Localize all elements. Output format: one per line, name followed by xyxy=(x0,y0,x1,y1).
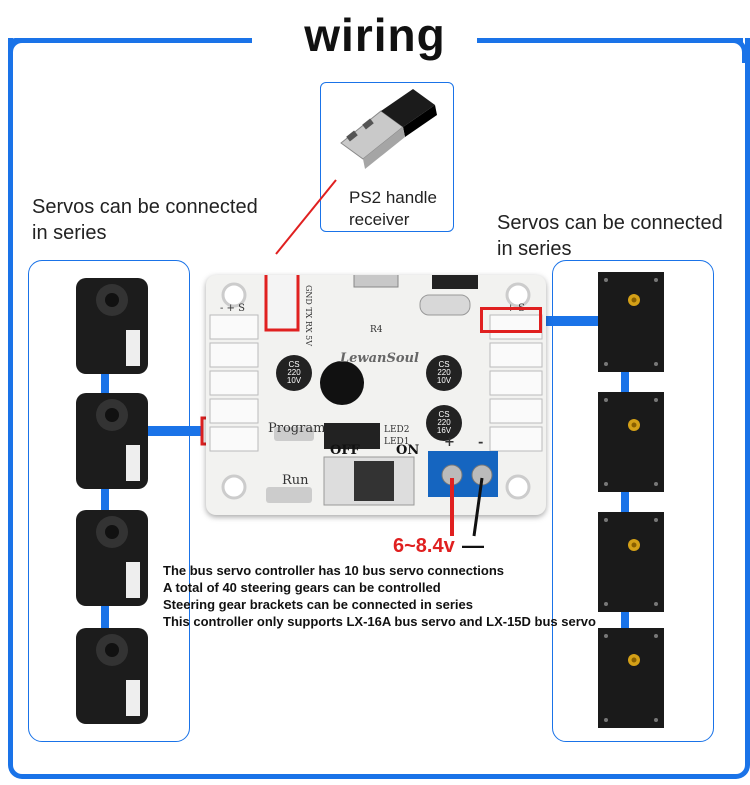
usb-receiver-icon xyxy=(340,89,437,169)
off-label: OFF xyxy=(330,443,360,458)
right-port-highlight xyxy=(480,307,542,333)
frame-corner-right xyxy=(722,38,747,63)
receiver-label-line1: PS2 handle xyxy=(349,188,437,207)
frame-border xyxy=(8,38,750,779)
cap1-label-2: 220 xyxy=(287,368,301,377)
right-label-line2: in series xyxy=(497,238,572,260)
cap2-label-3: 10V xyxy=(436,376,452,385)
on-label: ON xyxy=(396,443,420,458)
right-servo-1 xyxy=(598,272,664,372)
led2-label: LED2 xyxy=(384,425,410,435)
right-label-line1: Servos can be connected xyxy=(497,212,723,234)
frame-corner-left xyxy=(8,38,33,63)
cap1-label-1: CS xyxy=(288,360,300,369)
r4-label: R4 xyxy=(370,325,383,335)
left-servo-1 xyxy=(76,278,148,374)
run-label: Run xyxy=(282,473,309,488)
left-label-line2: in series xyxy=(32,222,107,244)
page-title: wiring xyxy=(304,9,446,61)
cap2-label-1: CS xyxy=(438,360,450,369)
info-line-3: Steering gear brackets can be connected … xyxy=(163,597,473,612)
info-text: The bus servo controller has 10 bus serv… xyxy=(163,562,596,630)
cap1-label-3: 10V xyxy=(286,376,302,385)
cap3-label-2: 220 xyxy=(437,418,451,427)
right-bus-wire xyxy=(544,316,602,326)
right-servo-2 xyxy=(598,392,664,492)
plus-label: + xyxy=(444,435,455,450)
left-label-line1: Servos can be connected xyxy=(32,196,258,218)
receiver-label-line2: receiver xyxy=(349,210,410,229)
info-line-1: The bus servo controller has 10 bus serv… xyxy=(163,563,504,578)
brand-label: LewanSoul xyxy=(340,351,419,366)
board-drawing xyxy=(209,275,543,506)
info-line-2: A total of 40 steering gears can be cont… xyxy=(163,580,441,595)
left-chain-wire xyxy=(101,300,109,700)
frame-top-left xyxy=(10,38,252,43)
controller-board: Program Run OFF ON LewanSoul + - LED2 LE… xyxy=(206,275,546,515)
program-label: Program xyxy=(268,421,326,436)
left-servo-3 xyxy=(76,510,148,606)
header-label: GND TX RX 5V xyxy=(304,285,313,347)
voltage-label: 6~8.4v xyxy=(393,535,455,557)
cap2-label-2: 220 xyxy=(437,368,451,377)
info-line-4: This controller only supports LX-16A bus… xyxy=(163,614,596,629)
minus-label: - xyxy=(478,435,484,450)
servo-port-label: - + S xyxy=(220,303,245,314)
cap3-label-3: 16V xyxy=(436,426,452,435)
right-servo-3 xyxy=(598,512,664,612)
frame-top-right xyxy=(477,38,743,43)
left-servo-2 xyxy=(76,393,148,489)
cap3-label-1: CS xyxy=(438,410,450,419)
left-bus-wire xyxy=(146,426,204,436)
right-chain-wire xyxy=(621,310,629,710)
right-servo-4 xyxy=(598,628,664,728)
led1-label: LED1 xyxy=(384,437,410,447)
ground-label: — xyxy=(462,533,484,558)
receiver-panel: PS2 handle receiver xyxy=(320,82,454,232)
left-servo-4 xyxy=(76,628,148,724)
